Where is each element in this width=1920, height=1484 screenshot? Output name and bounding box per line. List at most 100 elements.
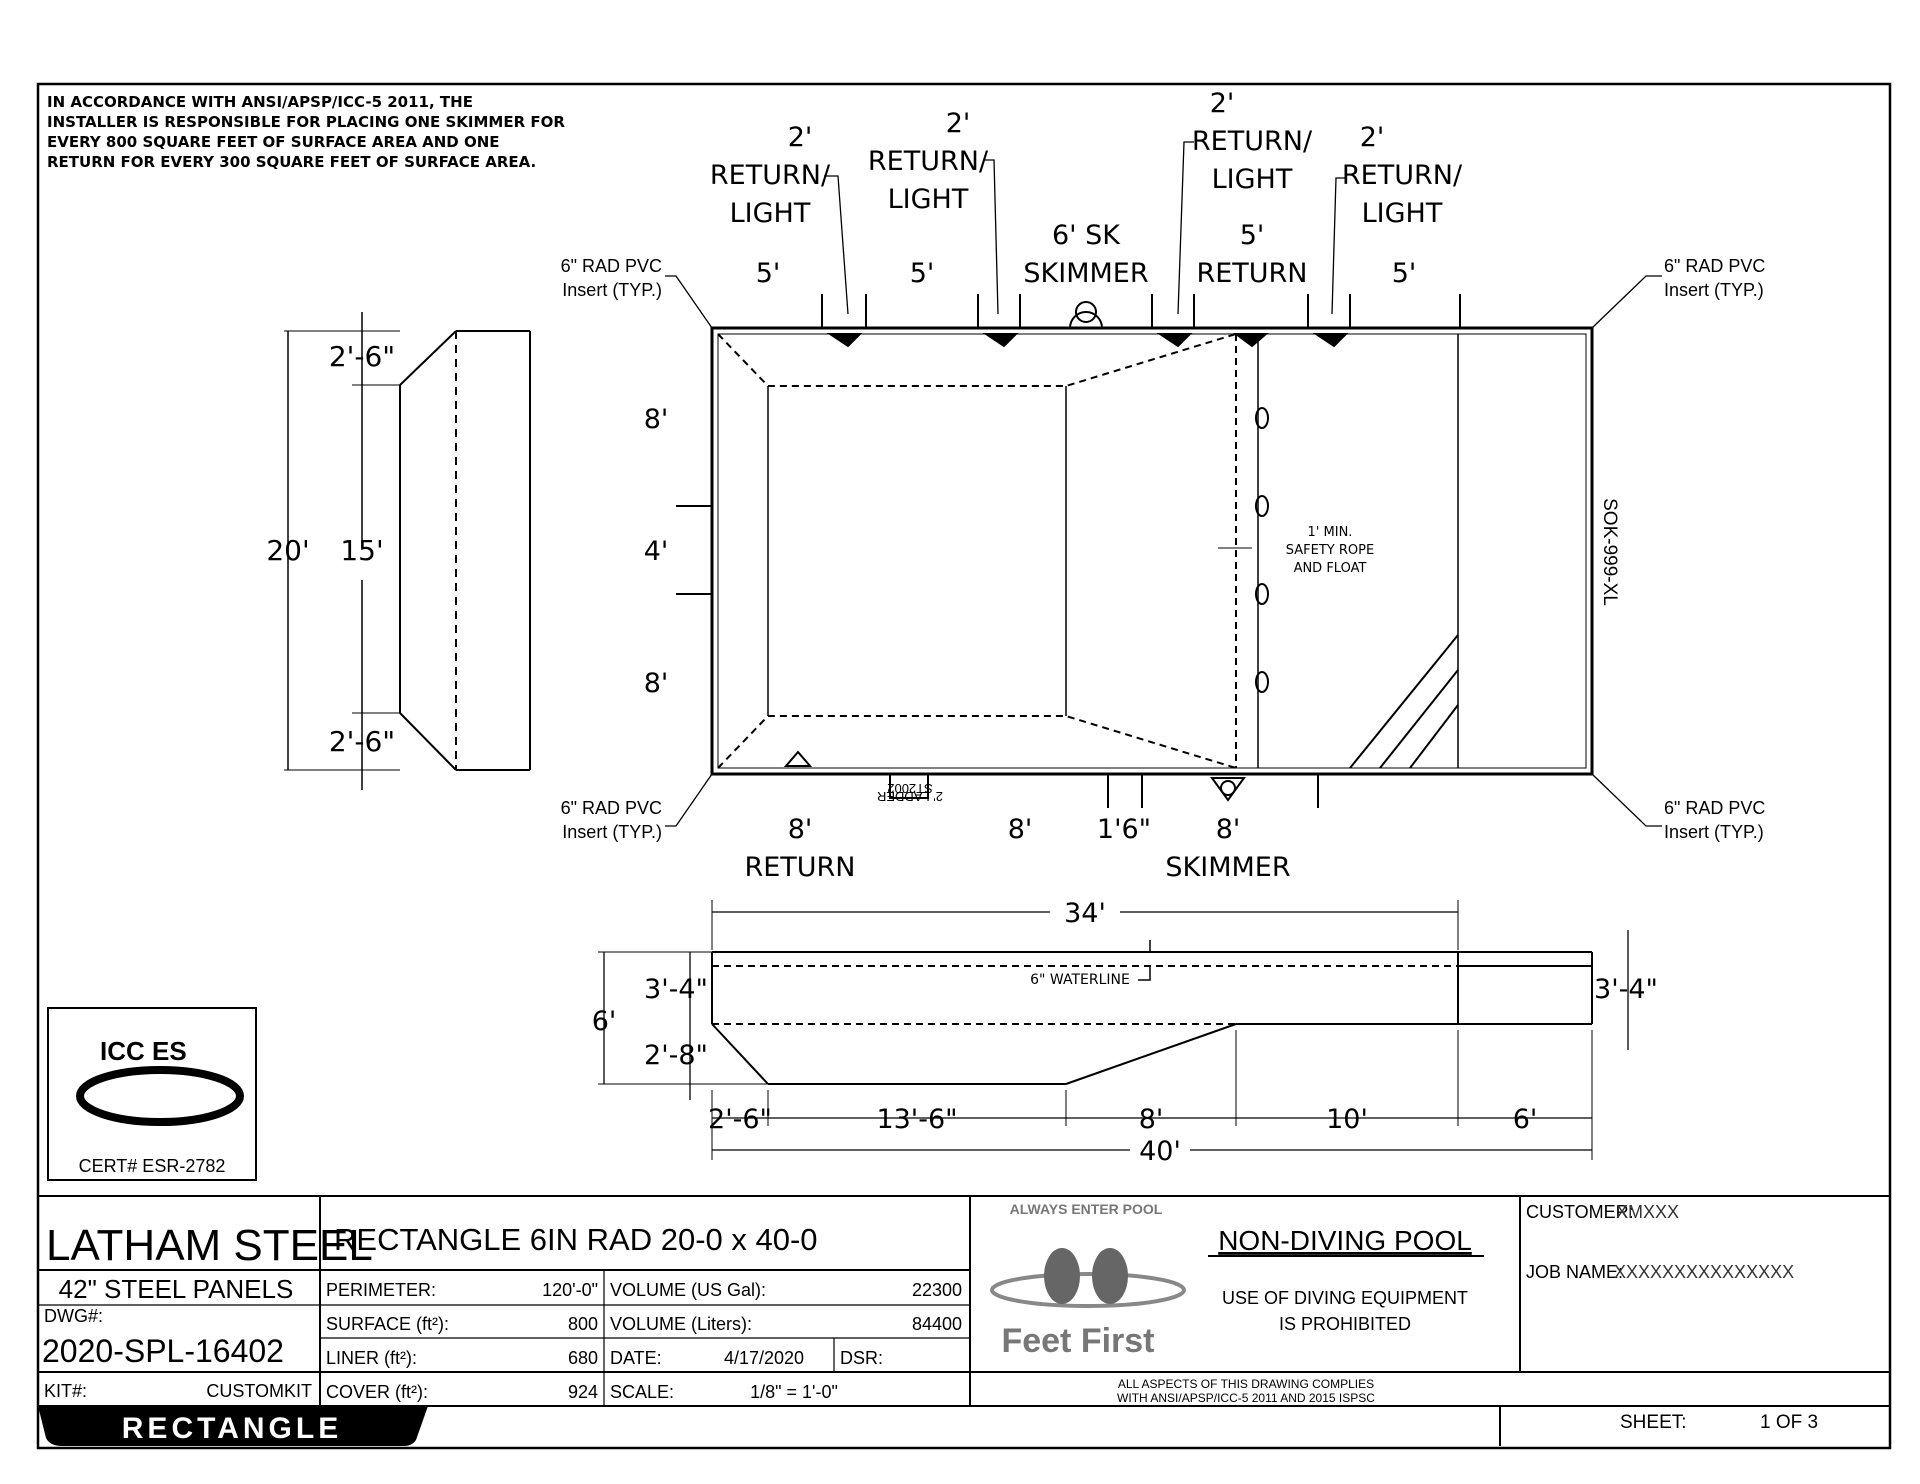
panels-label: 42" STEEL PANELS <box>59 1274 294 1304</box>
feet-first-tagline: ALWAYS ENTER POOL <box>1010 1201 1163 1217</box>
cover-value: 924 <box>568 1382 598 1402</box>
feet-first-text: Feet First <box>1001 1322 1154 1360</box>
job-label: JOB NAME: <box>1526 1262 1623 1282</box>
volume-us-label: VOLUME (US Gal): <box>610 1280 766 1300</box>
surface-value: 800 <box>568 1314 598 1334</box>
model-number: SOK-999-XL <box>1599 498 1620 606</box>
cert-number: CERT# ESR-2782 <box>79 1156 226 1176</box>
scale-label: SCALE: <box>610 1382 674 1402</box>
end-dim-total: 20' <box>266 534 309 567</box>
job-value: XXXXXXXXXXXXXXX <box>1614 1262 1794 1282</box>
return-light-3b: RETURN/ <box>1192 126 1313 157</box>
top-spacing-5: 5' <box>1392 258 1417 289</box>
drawing-title: RECTANGLE 6IN RAD 20-0 x 40-0 <box>334 1222 818 1257</box>
cert-box <box>47 1007 257 1181</box>
bottom-skimmer: SKIMMER <box>1165 852 1290 883</box>
scale-value: 1/8" = 1'-0" <box>750 1382 838 1402</box>
insert-br-2: Insert (TYP.) <box>1664 822 1764 842</box>
shape-banner <box>38 1406 428 1446</box>
non-diving-label: NON-DIVING POOL <box>1218 1225 1472 1256</box>
volume-l-label: VOLUME (Liters): <box>610 1314 752 1334</box>
waterline-label: 6" WATERLINE <box>1030 972 1130 988</box>
section-dim-28: 2'-8" <box>644 1040 708 1071</box>
section-dim-8: 8' <box>1139 1104 1164 1135</box>
return-light-3c: LIGHT <box>1212 164 1293 195</box>
bottom-return: RETURN <box>744 852 855 883</box>
return-light-3a: 2' <box>1210 88 1235 119</box>
sheet-value: 1 OF 3 <box>1760 1412 1818 1433</box>
side-dim-8a: 8' <box>644 404 669 435</box>
kit-label: KIT#: <box>44 1381 87 1401</box>
liner-value: 680 <box>568 1348 598 1368</box>
compliance-1: ALL ASPECTS OF THIS DRAWING COMPLIES <box>1118 1377 1374 1391</box>
skimmer-top-b: SKIMMER <box>1023 258 1148 289</box>
insert-bl-2: Insert (TYP.) <box>562 822 662 842</box>
return-light-4a: 2' <box>1360 122 1385 153</box>
brand-name: LATHAM STEEL <box>46 1221 373 1270</box>
sheet-border <box>36 82 1892 1450</box>
customer-value: XMXXX <box>1616 1202 1679 1222</box>
return-light-1c: LIGHT <box>730 198 811 229</box>
installer-note: IN ACCORDANCE WITH ANSI/APSP/ICC-5 2011,… <box>47 93 565 171</box>
section-dim-6b: 6' <box>1513 1104 1538 1135</box>
ladder-label: 2' LADDER <box>877 789 943 804</box>
feet-first-logo: ALWAYS ENTER POOL Feet First <box>990 1201 1186 1360</box>
section-dim-34b: 3'-4" <box>1594 974 1658 1005</box>
skimmer-top-a: 6' SK <box>1052 220 1121 251</box>
return-light-4c: LIGHT <box>1362 198 1443 229</box>
insert-br-1: 6" RAD PVC <box>1664 798 1765 818</box>
top-spacing-1: 5' <box>756 258 781 289</box>
customer-label: CUSTOMER: <box>1526 1202 1634 1222</box>
side-dim-8b: 8' <box>644 668 669 699</box>
shape-banner-text: RECTANGLE <box>122 1412 342 1445</box>
return-light-1b: RETURN/ <box>710 160 831 191</box>
volume-us-value: 22300 <box>912 1280 962 1300</box>
safety-rope-2: SAFETY ROPE <box>1286 543 1374 558</box>
return-light-4b: RETURN/ <box>1342 160 1463 191</box>
dsr-label: DSR: <box>840 1348 883 1368</box>
date-value: 4/17/2020 <box>724 1348 804 1368</box>
insert-tr-1: 6" RAD PVC <box>1664 256 1765 276</box>
section-dim-34: 34' <box>1064 898 1106 929</box>
return-top-b: RETURN <box>1196 258 1307 289</box>
section-dim-34a: 3'-4" <box>644 974 708 1005</box>
date-label: DATE: <box>610 1348 662 1368</box>
insert-tl-2: Insert (TYP.) <box>562 280 662 300</box>
section-dim-40: 40' <box>1139 1136 1181 1167</box>
safety-rope-3: AND FLOAT <box>1294 561 1367 576</box>
dwg-number: 2020-SPL-16402 <box>42 1333 284 1369</box>
side-dim-4: 4' <box>644 536 669 567</box>
cover-label: COVER (ft²): <box>326 1382 428 1402</box>
sheet-label: SHEET: <box>1620 1412 1687 1433</box>
return-light-2b: RETURN/ <box>868 146 989 177</box>
section-dim-26: 2'-6" <box>708 1104 772 1135</box>
bottom-dim-16: 1'6" <box>1097 814 1151 845</box>
insert-bl-1: 6" RAD PVC <box>561 798 662 818</box>
safety-rope-1: 1' MIN. <box>1308 525 1353 540</box>
end-dim-mid: 15' <box>340 534 383 567</box>
plan-view <box>665 141 1662 827</box>
return-light-2a: 2' <box>946 108 971 139</box>
return-top-a: 5' <box>1240 220 1265 251</box>
kit-value: CUSTOMKIT <box>206 1381 312 1401</box>
surface-label: SURFACE (ft²): <box>326 1314 449 1334</box>
bottom-dim-8c: 8' <box>1216 814 1241 845</box>
dwg-label: DWG#: <box>44 1306 103 1326</box>
icc-es-logo: ICC ES <box>76 1036 244 1126</box>
warning-2: IS PROHIBITED <box>1279 1314 1411 1334</box>
perimeter-value: 120'-0" <box>542 1280 598 1300</box>
return-light-2c: LIGHT <box>888 184 969 215</box>
end-view <box>284 312 531 790</box>
bottom-dim-8a: 8' <box>788 814 813 845</box>
end-dim-bot: 2'-6" <box>329 725 395 758</box>
insert-tr-2: Insert (TYP.) <box>1664 280 1764 300</box>
liner-label: LINER (ft²): <box>326 1348 417 1368</box>
section-view <box>598 900 1629 1160</box>
volume-l-value: 84400 <box>912 1314 962 1334</box>
icc-es-logo-text: ICC ES <box>100 1036 187 1066</box>
top-spacing-2: 5' <box>910 258 935 289</box>
bottom-dim-8b: 8' <box>1008 814 1033 845</box>
return-light-1a: 2' <box>788 122 813 153</box>
compliance-2: WITH ANSI/APSP/ICC-5 2011 AND 2015 ISPSC <box>1117 1391 1375 1405</box>
